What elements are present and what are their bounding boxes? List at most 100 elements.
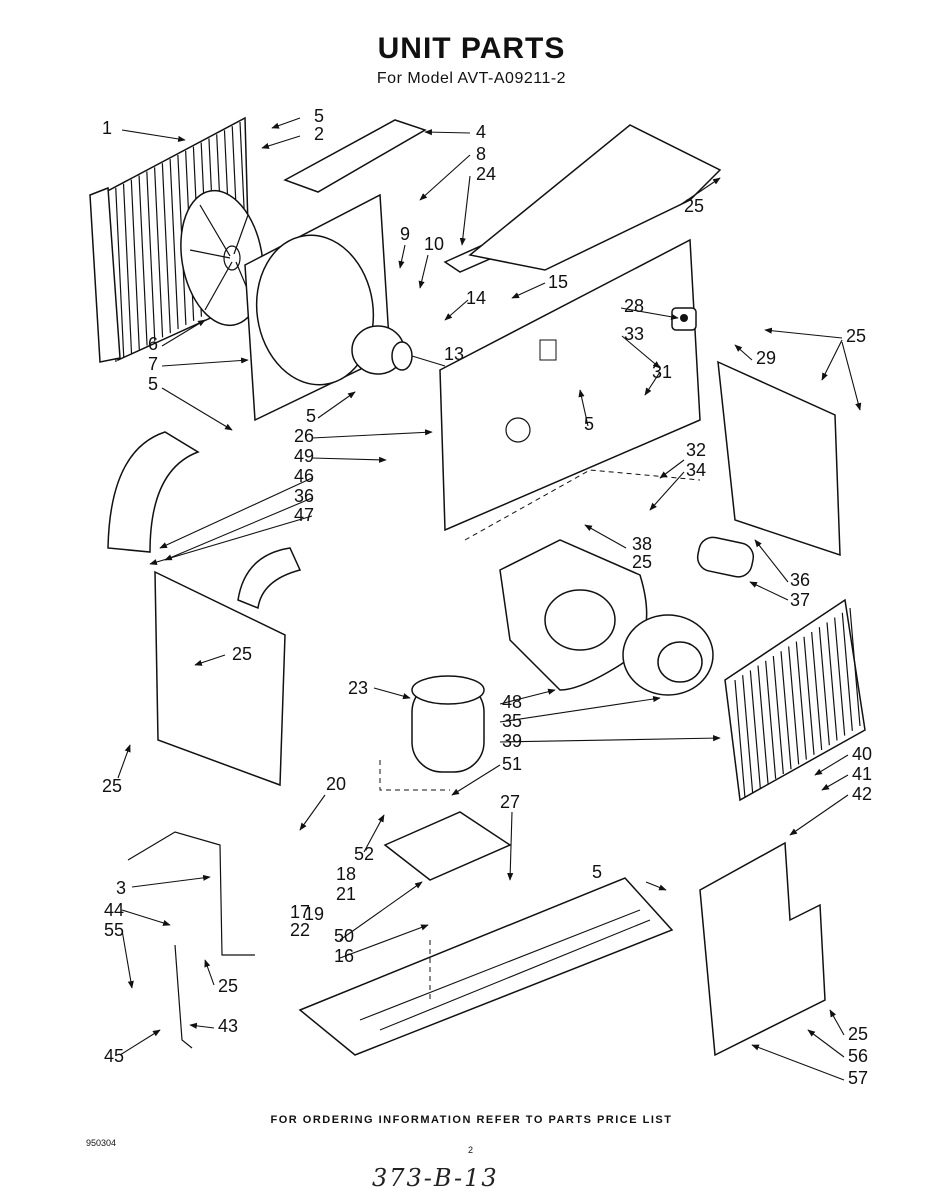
callout-2: 2 [314, 124, 324, 144]
callout-43: 43 [218, 1016, 238, 1036]
drain-tube-part [127, 831, 255, 956]
leader-line [584, 524, 627, 549]
callout-5: 5 [584, 414, 594, 434]
callout-35: 35 [502, 711, 522, 731]
callout-18: 18 [336, 864, 356, 884]
leader-line [621, 335, 661, 369]
callout-5: 5 [306, 406, 316, 426]
callout-48: 48 [502, 692, 522, 712]
leader-line [459, 175, 471, 246]
top-cover-trim [283, 119, 427, 193]
ordering-note: FOR ORDERING INFORMATION REFER TO PARTS … [270, 1114, 673, 1126]
callout-29: 29 [756, 348, 776, 368]
leader-line [507, 811, 514, 881]
callout-33: 33 [624, 324, 644, 344]
coil-fin [130, 179, 140, 350]
leader-line [204, 959, 215, 986]
coil-fin [742, 675, 754, 794]
callout-39: 39 [502, 731, 522, 751]
coil-fin [849, 607, 861, 727]
leader-line [261, 135, 301, 149]
page-title: UNIT PARTS [377, 32, 566, 65]
leader-line [659, 459, 685, 479]
leader-line [511, 282, 546, 299]
right-side-panel [717, 360, 841, 557]
callout-56: 56 [848, 1046, 868, 1066]
callout-3: 3 [116, 878, 126, 898]
leader-line [679, 177, 721, 206]
callout-25: 25 [218, 976, 238, 996]
callout-5: 5 [314, 106, 324, 126]
callout-49: 49 [294, 446, 314, 466]
leader-line [789, 794, 849, 836]
callout-1: 1 [102, 118, 112, 138]
coil-fin [803, 636, 815, 755]
leader-line [161, 357, 249, 367]
access-panel [699, 841, 826, 1057]
callout-50: 50 [334, 926, 354, 946]
fan-motor-part [351, 325, 446, 375]
coil-fin [841, 612, 853, 731]
callout-25: 25 [102, 776, 122, 796]
leader-line [121, 909, 171, 926]
callout-36: 36 [294, 486, 314, 506]
leader-line [121, 129, 186, 142]
coil-fin [795, 641, 807, 760]
coil-fin [765, 660, 777, 779]
callout-16: 16 [334, 946, 354, 966]
page-number: 2 [468, 1145, 474, 1155]
coil-fin [146, 171, 156, 342]
leader-line [649, 471, 685, 511]
callout-numbers: 1 5 2 4 8 24 25 9 10 15 14 28 25 6 7 13 … [102, 106, 872, 1088]
leader-line [499, 735, 721, 743]
coil-fin [138, 175, 148, 346]
leader-line [161, 319, 206, 347]
coil-fin [757, 665, 769, 784]
fan-shroud-panel [244, 193, 391, 422]
leader-line [499, 695, 661, 723]
coil-fin [153, 167, 164, 338]
callout-42: 42 [852, 784, 872, 804]
leader-line [121, 929, 134, 989]
callout-37: 37 [790, 590, 810, 610]
leader-line [644, 371, 661, 396]
callout-13: 13 [444, 344, 464, 364]
leader-line [194, 654, 226, 666]
leader-line [131, 874, 211, 888]
callout-32: 32 [686, 440, 706, 460]
leader-line [754, 539, 789, 583]
model-subtitle: For Model AVT-A09211-2 [376, 70, 567, 87]
leader-line [311, 456, 387, 463]
callout-15: 15 [548, 272, 568, 292]
alignment-dashes-2 [379, 760, 450, 791]
coil-fin [122, 183, 133, 354]
leader-line [311, 429, 433, 439]
sensor-bulb-part [174, 944, 193, 1049]
coil-fin [749, 670, 761, 789]
leader-line [821, 774, 849, 791]
coil-fin [169, 159, 179, 330]
leader-line [398, 244, 406, 269]
callout-46: 46 [294, 466, 314, 486]
leader-line [161, 387, 233, 431]
base-pan-part [298, 877, 674, 1056]
leader-line [149, 515, 313, 565]
leader-line [159, 477, 313, 549]
mounting-plate-part [383, 811, 512, 881]
callout-31: 31 [652, 362, 672, 382]
callout-25: 25 [684, 196, 704, 216]
callout-41: 41 [852, 764, 872, 784]
leader-line [451, 764, 501, 796]
coil-fin [734, 679, 746, 799]
leader-line [821, 339, 843, 381]
air-guide-curve [107, 431, 200, 553]
callout-10: 10 [424, 234, 444, 254]
leader-line [499, 688, 556, 705]
leader-line [363, 814, 385, 853]
leader-line [339, 924, 429, 959]
leader-line [189, 1022, 215, 1029]
callout-51: 51 [502, 754, 522, 774]
left-side-panel [154, 570, 286, 787]
capacitor-part [671, 307, 697, 331]
